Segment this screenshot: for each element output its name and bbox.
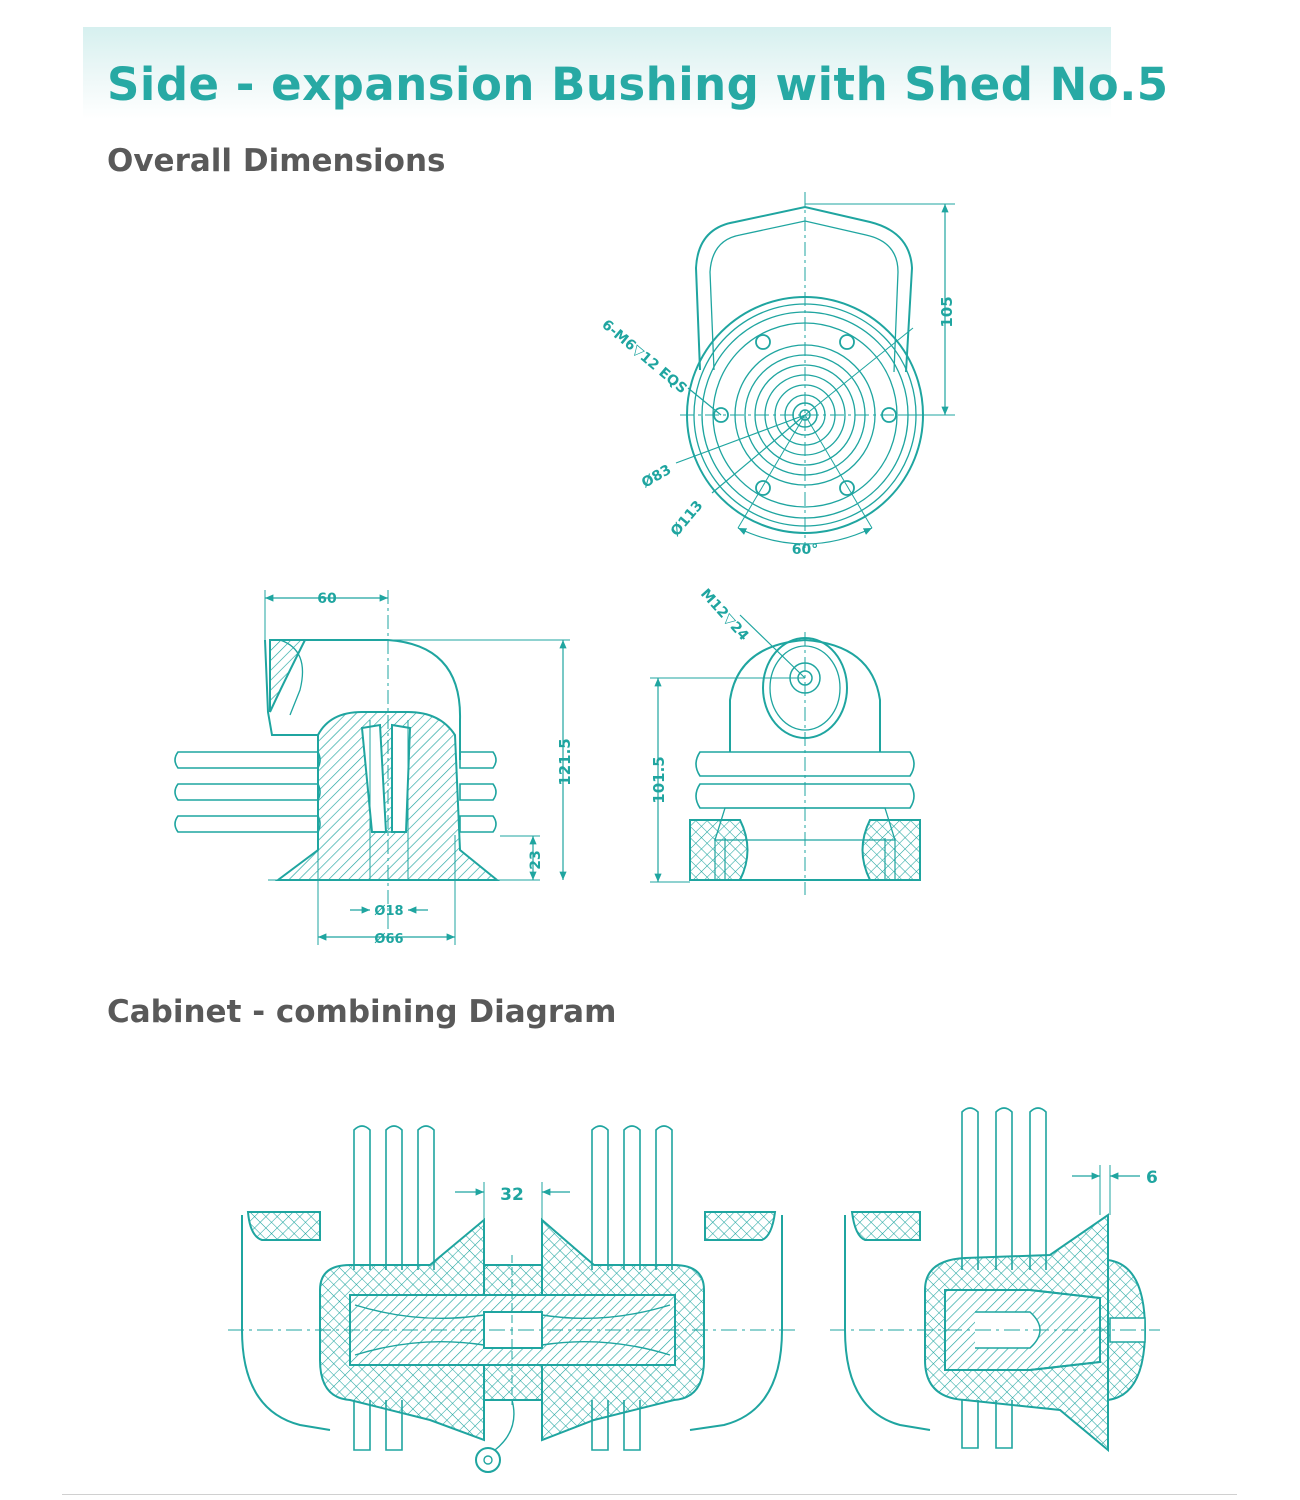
dim-side-height: 121.5 [556,738,574,785]
dim-top-dia-outer: Ø113 [668,498,707,540]
page-title: Side - expansion Bushing with Shed No.5 [107,58,1169,111]
dim-top-dia-inner: Ø83 [639,462,674,492]
title-band [83,27,1111,119]
section-overall-dimensions: Overall Dimensions [107,143,446,179]
side-view [174,590,570,945]
cabinet-diagram-left [228,1125,800,1473]
cabinet-diagram-right [830,1107,1160,1453]
dim-cabinet-offset: 6 [1146,1168,1158,1188]
front-view [650,614,921,895]
dim-top-angle: 60° [792,542,818,558]
top-view [675,192,955,548]
dim-top-height: 105 [938,296,956,327]
section-cabinet-diagram: Cabinet - combining Diagram [107,994,617,1030]
dim-front-height: 101.5 [650,756,668,803]
dim-cabinet-gap: 32 [500,1185,524,1205]
dim-side-width: 60 [317,591,337,607]
dim-side-base-dia: Ø66 [374,932,403,947]
footer-divider [62,1494,1237,1495]
dim-side-bore: Ø18 [374,904,403,919]
dim-side-base: 23 [528,850,544,869]
dim-top-bolts: 6-M6▽12 EQS [598,317,689,397]
dim-front-thread: M12▽24 [697,586,752,644]
